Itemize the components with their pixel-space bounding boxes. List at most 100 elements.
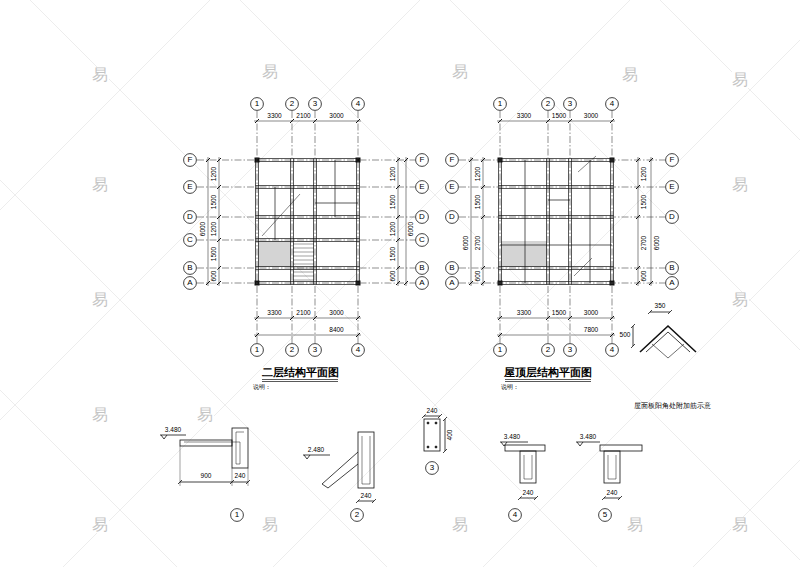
axis-label: E xyxy=(187,183,192,191)
axis-bubble: 2 xyxy=(541,97,555,111)
axis-label: 3 xyxy=(313,346,317,354)
elevation-text: 3.480 xyxy=(579,434,597,441)
axis-label: 3 xyxy=(313,100,317,108)
bubble-circle xyxy=(416,277,429,290)
axis-label: D xyxy=(419,213,425,221)
watermark: 易 xyxy=(261,517,279,533)
axis-bubble: 1 xyxy=(493,97,507,111)
watermark: 易 xyxy=(731,72,749,88)
dimension-text: 3000 xyxy=(583,310,599,317)
dimension-text: 3300 xyxy=(266,113,282,120)
axis-label: B xyxy=(669,264,674,272)
bubble-circle xyxy=(416,154,429,167)
bubble-circle xyxy=(446,277,459,290)
axis-line xyxy=(459,268,665,269)
axis-label: E xyxy=(419,183,424,191)
watermark: 易 xyxy=(621,67,639,83)
axis-label: 1 xyxy=(498,346,502,354)
axis-label: E xyxy=(669,183,674,191)
axis-line xyxy=(197,240,415,241)
dimension-text: 1200 xyxy=(390,165,397,181)
axis-label: 2 xyxy=(546,100,550,108)
dimension-text: 1500 xyxy=(475,194,482,210)
axis-label: 4 xyxy=(610,100,614,108)
axis-bubble: F xyxy=(415,153,429,167)
drawing-title: 二层结构平面图 xyxy=(261,367,340,378)
dimension-text: 400 xyxy=(447,429,454,442)
axis-label: 4 xyxy=(513,511,517,519)
bubble-circle xyxy=(251,344,264,357)
bubble-circle xyxy=(446,262,459,275)
bubble-circle xyxy=(426,462,439,475)
axis-label: C xyxy=(187,236,193,244)
axis-label: B xyxy=(449,264,454,272)
elevation-text: 3.480 xyxy=(503,434,521,441)
dimension-text: 6000 xyxy=(200,220,207,236)
watermark: 易 xyxy=(451,517,469,533)
bubble-circle xyxy=(309,98,322,111)
axis-bubble: D xyxy=(183,210,197,224)
axis-label: 4 xyxy=(356,346,360,354)
dimension-text: 500 xyxy=(619,332,632,339)
axis-bubble: 2 xyxy=(541,343,555,357)
bubble-circle xyxy=(666,181,679,194)
dimension-text: 600 xyxy=(390,269,397,282)
watermark: 易 xyxy=(261,64,279,80)
axis-bubble: E xyxy=(183,180,197,194)
dimension-text: 3000 xyxy=(328,113,344,120)
dimension-text: 1200 xyxy=(211,165,218,181)
bubble-circle xyxy=(352,344,365,357)
bubble-circle xyxy=(184,181,197,194)
axis-line xyxy=(570,111,571,343)
axis-bubble: 1 xyxy=(250,343,264,357)
axis-label: D xyxy=(187,213,193,221)
watermark: 易 xyxy=(91,177,109,193)
bubble-circle xyxy=(494,98,507,111)
axis-bubble: E xyxy=(445,180,459,194)
axis-label: F xyxy=(670,156,675,164)
section-mark: 1 xyxy=(230,508,244,522)
dimension-text: 1200 xyxy=(641,165,648,181)
axis-label: A xyxy=(449,279,454,287)
axis-label: B xyxy=(187,264,192,272)
bubble-circle xyxy=(231,509,244,522)
watermark: 易 xyxy=(731,292,749,308)
elevation-text: 3.480 xyxy=(164,427,182,434)
axis-bubble: 1 xyxy=(493,343,507,357)
dimension-text: 1500 xyxy=(390,194,397,210)
bubble-circle xyxy=(564,98,577,111)
axis-bubble: A xyxy=(415,276,429,290)
axis-label: 1 xyxy=(498,100,502,108)
axis-bubble: B xyxy=(415,261,429,275)
detail-title: 屋面板阳角处附加筋示意 xyxy=(633,403,712,410)
axis-label: F xyxy=(188,156,193,164)
axis-bubble: F xyxy=(445,153,459,167)
bubble-circle xyxy=(494,344,507,357)
bubble-circle xyxy=(286,344,299,357)
dimension-text: 3000 xyxy=(328,310,344,317)
axis-label: 4 xyxy=(610,346,614,354)
bubble-circle xyxy=(184,262,197,275)
dimension-text: 1500 xyxy=(551,113,567,120)
bubble-circle xyxy=(542,344,555,357)
bubble-circle xyxy=(416,181,429,194)
axis-label: 2 xyxy=(355,511,359,519)
axis-bubble: F xyxy=(183,153,197,167)
dimension-text: 7800 xyxy=(583,327,599,334)
dimension-text: 3300 xyxy=(266,310,282,317)
dimension-text: 6000 xyxy=(408,220,415,236)
axis-bubble: 2 xyxy=(285,97,299,111)
axis-line xyxy=(548,111,549,343)
axis-label: C xyxy=(419,236,425,244)
section-detail xyxy=(422,414,447,453)
axis-line xyxy=(459,187,665,188)
section-mark: 4 xyxy=(508,508,522,522)
dimension-text: 350 xyxy=(654,303,667,310)
bubble-circle xyxy=(666,262,679,275)
bubble-circle xyxy=(309,344,322,357)
dimension-text: 240 xyxy=(360,493,373,500)
axis-label: 4 xyxy=(356,100,360,108)
corner-rebar-detail xyxy=(631,310,696,358)
floor-plans xyxy=(206,119,653,337)
